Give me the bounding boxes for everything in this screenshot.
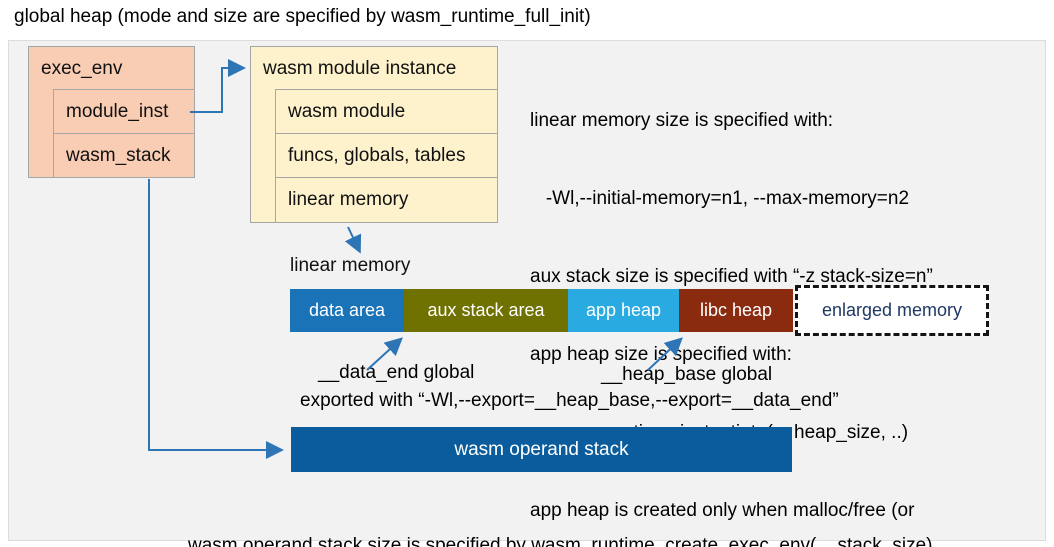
linear-memory-label: linear memory: [290, 255, 411, 276]
exec-env-field-module-inst: module_inst: [53, 89, 195, 134]
data-end-global-label: __data_end global: [318, 362, 475, 383]
segment-enlarged-memory: enlarged memory: [795, 285, 989, 336]
segment-aux-stack-area: aux stack area: [404, 289, 568, 332]
exec-env-title: exec_env: [41, 58, 123, 79]
note-line: linear memory size is specified with:: [530, 110, 834, 131]
note-line: -Wl,--initial-memory=n1, --max-memory=n2: [530, 188, 910, 209]
module-instance-field-linear-memory: linear memory: [275, 177, 498, 223]
exec-env-field-wasm-stack: wasm_stack: [53, 133, 195, 178]
module-instance-title: wasm module instance: [263, 58, 457, 79]
heap-base-global-label: __heap_base global: [601, 364, 773, 385]
segment-libc-heap: libc heap: [679, 289, 793, 332]
wasm-operand-stack-bar: wasm operand stack: [291, 427, 792, 472]
note-line: app heap is created only when malloc/fre…: [530, 500, 915, 521]
segment-data-area: data area: [290, 289, 404, 332]
note-line: aux stack size is specified with “-z sta…: [530, 266, 933, 287]
module-instance-field-funcs-globals-tables: funcs, globals, tables: [275, 133, 498, 178]
notes-right: linear memory size is specified with: -W…: [530, 56, 1042, 547]
segment-app-heap: app heap: [568, 289, 679, 332]
exported-with-label: exported with “-Wl,--export=__heap_base,…: [300, 390, 839, 411]
module-instance-field-wasm-module: wasm module: [275, 89, 498, 134]
notes-bottom: wasm operand stack size is specified by …: [188, 481, 1048, 547]
diagram-title: global heap (mode and size are specified…: [14, 6, 591, 27]
note-line: wasm operand stack size is specified by …: [188, 535, 933, 547]
